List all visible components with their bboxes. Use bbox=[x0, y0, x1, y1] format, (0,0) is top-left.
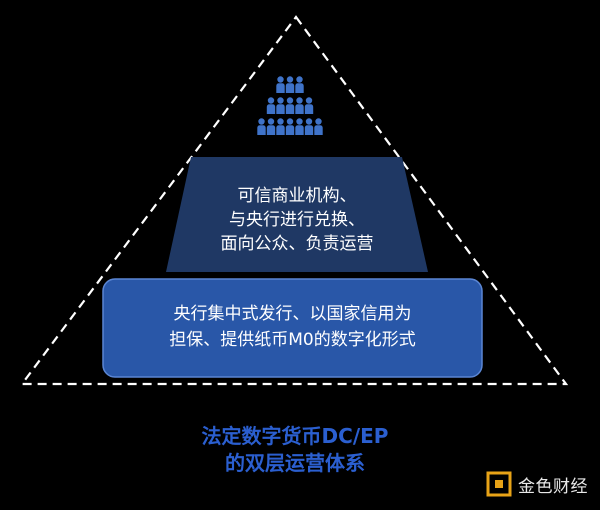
lower-tier-line-2: 担保、提供纸币M0的数字化形式 bbox=[169, 330, 416, 350]
person-icon bbox=[295, 97, 304, 114]
person-icon bbox=[295, 118, 304, 135]
person-icon bbox=[276, 76, 285, 93]
brand-watermark: 金色财经 bbox=[486, 471, 588, 497]
brand-name: 金色财经 bbox=[518, 476, 588, 497]
person-icon bbox=[266, 97, 276, 114]
person-icon bbox=[285, 97, 295, 114]
upper-tier-line-3: 面向公众、负责运营 bbox=[220, 234, 374, 254]
person-icon bbox=[276, 118, 285, 135]
person-icon bbox=[285, 118, 295, 135]
brand-logo-icon bbox=[486, 471, 512, 497]
caption-line-2: 的双层运营体系 bbox=[225, 451, 365, 475]
pyramid-dashed-outline bbox=[19, 15, 569, 386]
upper-tier-line-1: 可信商业机构、 bbox=[237, 186, 357, 206]
upper-tier-shape bbox=[166, 157, 428, 272]
person-icon bbox=[314, 118, 323, 135]
caption-line-1: 法定数字货币DC/EP bbox=[201, 424, 389, 448]
person-icon bbox=[295, 76, 304, 93]
person-icon bbox=[304, 97, 314, 114]
person-icon bbox=[276, 97, 285, 114]
people-icon-group bbox=[257, 76, 323, 135]
person-icon bbox=[266, 118, 276, 135]
person-icon bbox=[285, 76, 295, 93]
lower-tier-shape bbox=[102, 278, 483, 378]
lower-tier-line-1: 央行集中式发行、以国家信用为 bbox=[173, 304, 412, 324]
person-icon bbox=[304, 118, 314, 135]
upper-tier-line-2: 与央行进行兑换、 bbox=[229, 210, 365, 230]
person-icon bbox=[257, 118, 266, 135]
